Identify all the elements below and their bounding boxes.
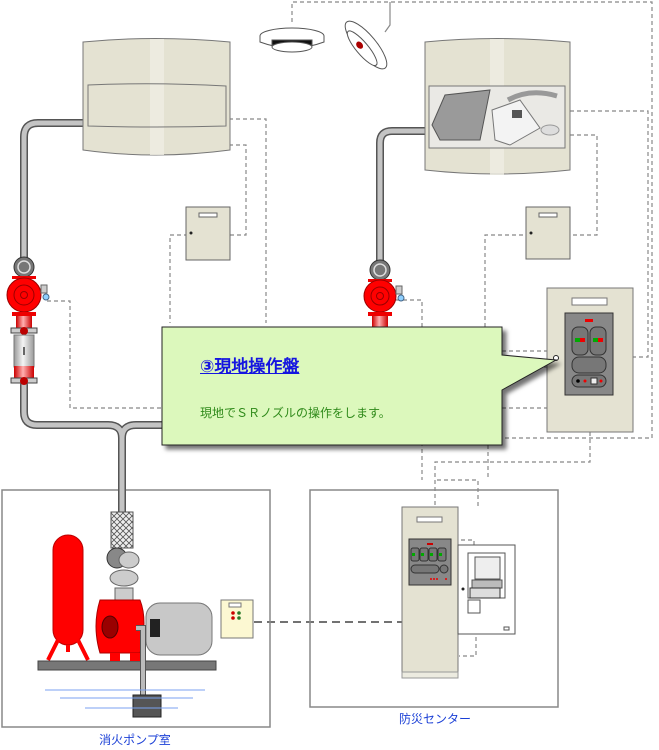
smoke-detector-icon <box>259 27 325 53</box>
pump-base <box>37 660 217 671</box>
pressure-tank-icon <box>46 534 90 661</box>
flame-detector-icon <box>344 20 388 70</box>
relay-box-right-icon <box>525 206 571 260</box>
callout-title-link[interactable]: ③現地操作盤 <box>200 357 300 377</box>
wiring <box>47 1 653 657</box>
pump-room-label: 消火ポンプ室 <box>99 733 171 747</box>
nozzle-photo <box>431 89 560 146</box>
valve-assembly-left-icon <box>6 256 50 385</box>
callout-description: 現地でＳＲノズルの操作をします。 <box>200 406 391 420</box>
pump-room-box <box>1 489 271 728</box>
piping <box>20 119 429 524</box>
disaster-center-label: 防災センター <box>398 712 471 726</box>
monitor-panel-icon <box>457 544 516 635</box>
relay-box-left-icon <box>185 206 231 261</box>
callout-bubble <box>161 326 558 446</box>
fire-pump-icon <box>95 511 213 718</box>
valve-assembly-right-icon <box>363 259 405 328</box>
central-control-panel-icon <box>401 506 459 679</box>
water-lines <box>45 689 205 709</box>
sr-nozzle-left-icon <box>82 38 231 156</box>
local-control-panel-icon <box>546 287 634 433</box>
disaster-center-box <box>309 489 559 708</box>
pump-control-panel-icon <box>220 599 254 639</box>
sr-nozzle-right-icon <box>424 38 571 175</box>
